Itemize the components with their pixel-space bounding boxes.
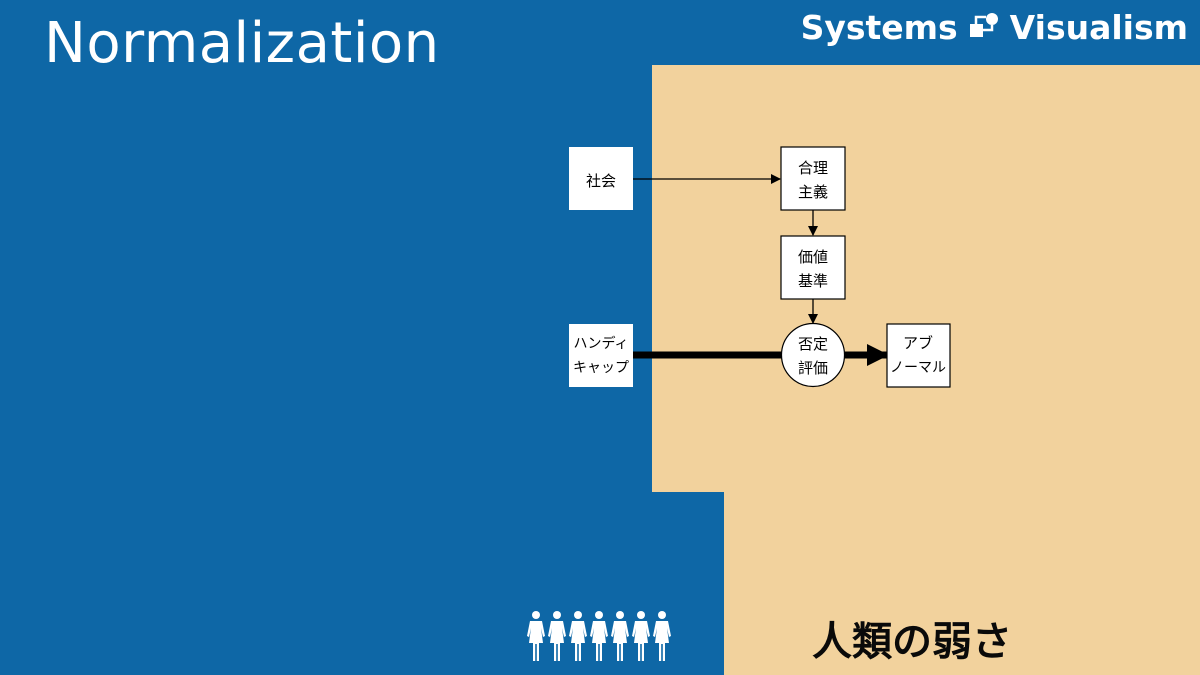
svg-text:否定: 否定 (798, 335, 828, 353)
people-group-icon (527, 611, 671, 661)
systems-logo-icon (969, 13, 998, 37)
person-icon (653, 611, 671, 661)
svg-text:社会: 社会 (586, 172, 616, 190)
svg-text:キャップ: キャップ (573, 360, 629, 376)
svg-text:合理: 合理 (798, 159, 828, 177)
svg-text:ハンディ: ハンディ (573, 335, 628, 352)
svg-text:ノーマル: ノーマル (890, 360, 946, 376)
person-icon (548, 611, 566, 661)
brand-text-right: Visualism (1009, 7, 1188, 47)
person-icon (632, 611, 650, 661)
node-negative-eval: 否定 評価 (780, 322, 846, 388)
svg-text:評価: 評価 (798, 359, 828, 377)
person-icon (611, 611, 629, 661)
person-icon (569, 611, 587, 661)
footer-label: 人類の弱さ (812, 619, 1012, 665)
svg-text:基準: 基準 (798, 272, 828, 290)
person-icon (590, 611, 608, 661)
node-abnormal: アブ ノーマル (886, 323, 951, 388)
node-handicap: ハンディ キャップ (569, 324, 633, 387)
svg-text:主義: 主義 (798, 183, 828, 201)
svg-text:価値: 価値 (798, 248, 828, 266)
svg-text:アブ: アブ (903, 334, 933, 352)
node-values: 価値 基準 (780, 235, 846, 300)
person-icon (527, 611, 545, 661)
node-rationalism: 合理 主義 (780, 146, 846, 211)
brand-logo: Systems Visualism (801, 6, 1188, 48)
node-society: 社会 (569, 147, 633, 210)
page-title: Normalization (44, 11, 440, 76)
brand-text-left: Systems (800, 7, 958, 47)
